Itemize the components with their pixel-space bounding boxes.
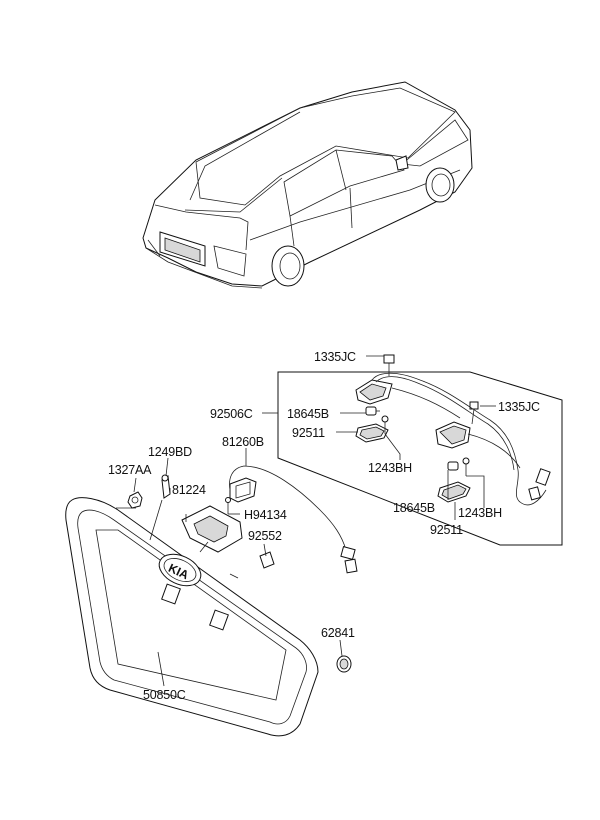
screw-1243bh-lower [462,457,470,476]
screw-h94134 [225,497,231,514]
bulb-18645b-lower [447,461,459,471]
label-81224: 81224 [172,483,206,497]
label-50850c: 50850C [143,688,186,702]
garnish-50850c: KIA [65,497,319,737]
leader-lines [116,355,496,687]
bulb-18645b-upper [365,406,380,416]
clip-92552 [259,551,275,569]
label-h94134: H94134 [244,508,287,522]
part-labels: 1335JC 1335JC 92506C 18645B 92511 1243BH… [108,350,540,702]
label-62841: 62841 [321,626,355,640]
screw-1243bh-upper [381,415,389,434]
label-1335jc-top: 1335JC [314,350,356,364]
grommet-62841 [336,655,352,673]
label-18645b-upper: 18645B [287,407,329,421]
nut-1327aa [127,491,143,509]
lens-92511-lower [437,481,471,503]
label-1243bh-upper: 1243BH [368,461,412,475]
label-1249bd: 1249BD [148,445,192,459]
lens-92511-upper [355,423,389,443]
harness-box [277,371,563,546]
bolt-1249bd [161,474,171,499]
label-1327aa: 1327AA [108,463,152,477]
label-92552: 92552 [248,529,282,543]
latch-81224 [181,505,243,553]
label-92506c: 92506C [210,407,253,421]
label-92511-lower: 92511 [430,523,463,537]
lamp-assembly-upper [355,354,461,419]
label-81260b: 81260B [222,435,264,449]
label-1243bh-lower: 1243BH [458,506,502,520]
label-92511-upper: 92511 [292,426,325,440]
car-illustration [142,81,473,289]
harness-cable [371,372,551,506]
label-18645b-lower: 18645B [393,501,435,515]
label-1335jc-right: 1335JC [498,400,540,414]
